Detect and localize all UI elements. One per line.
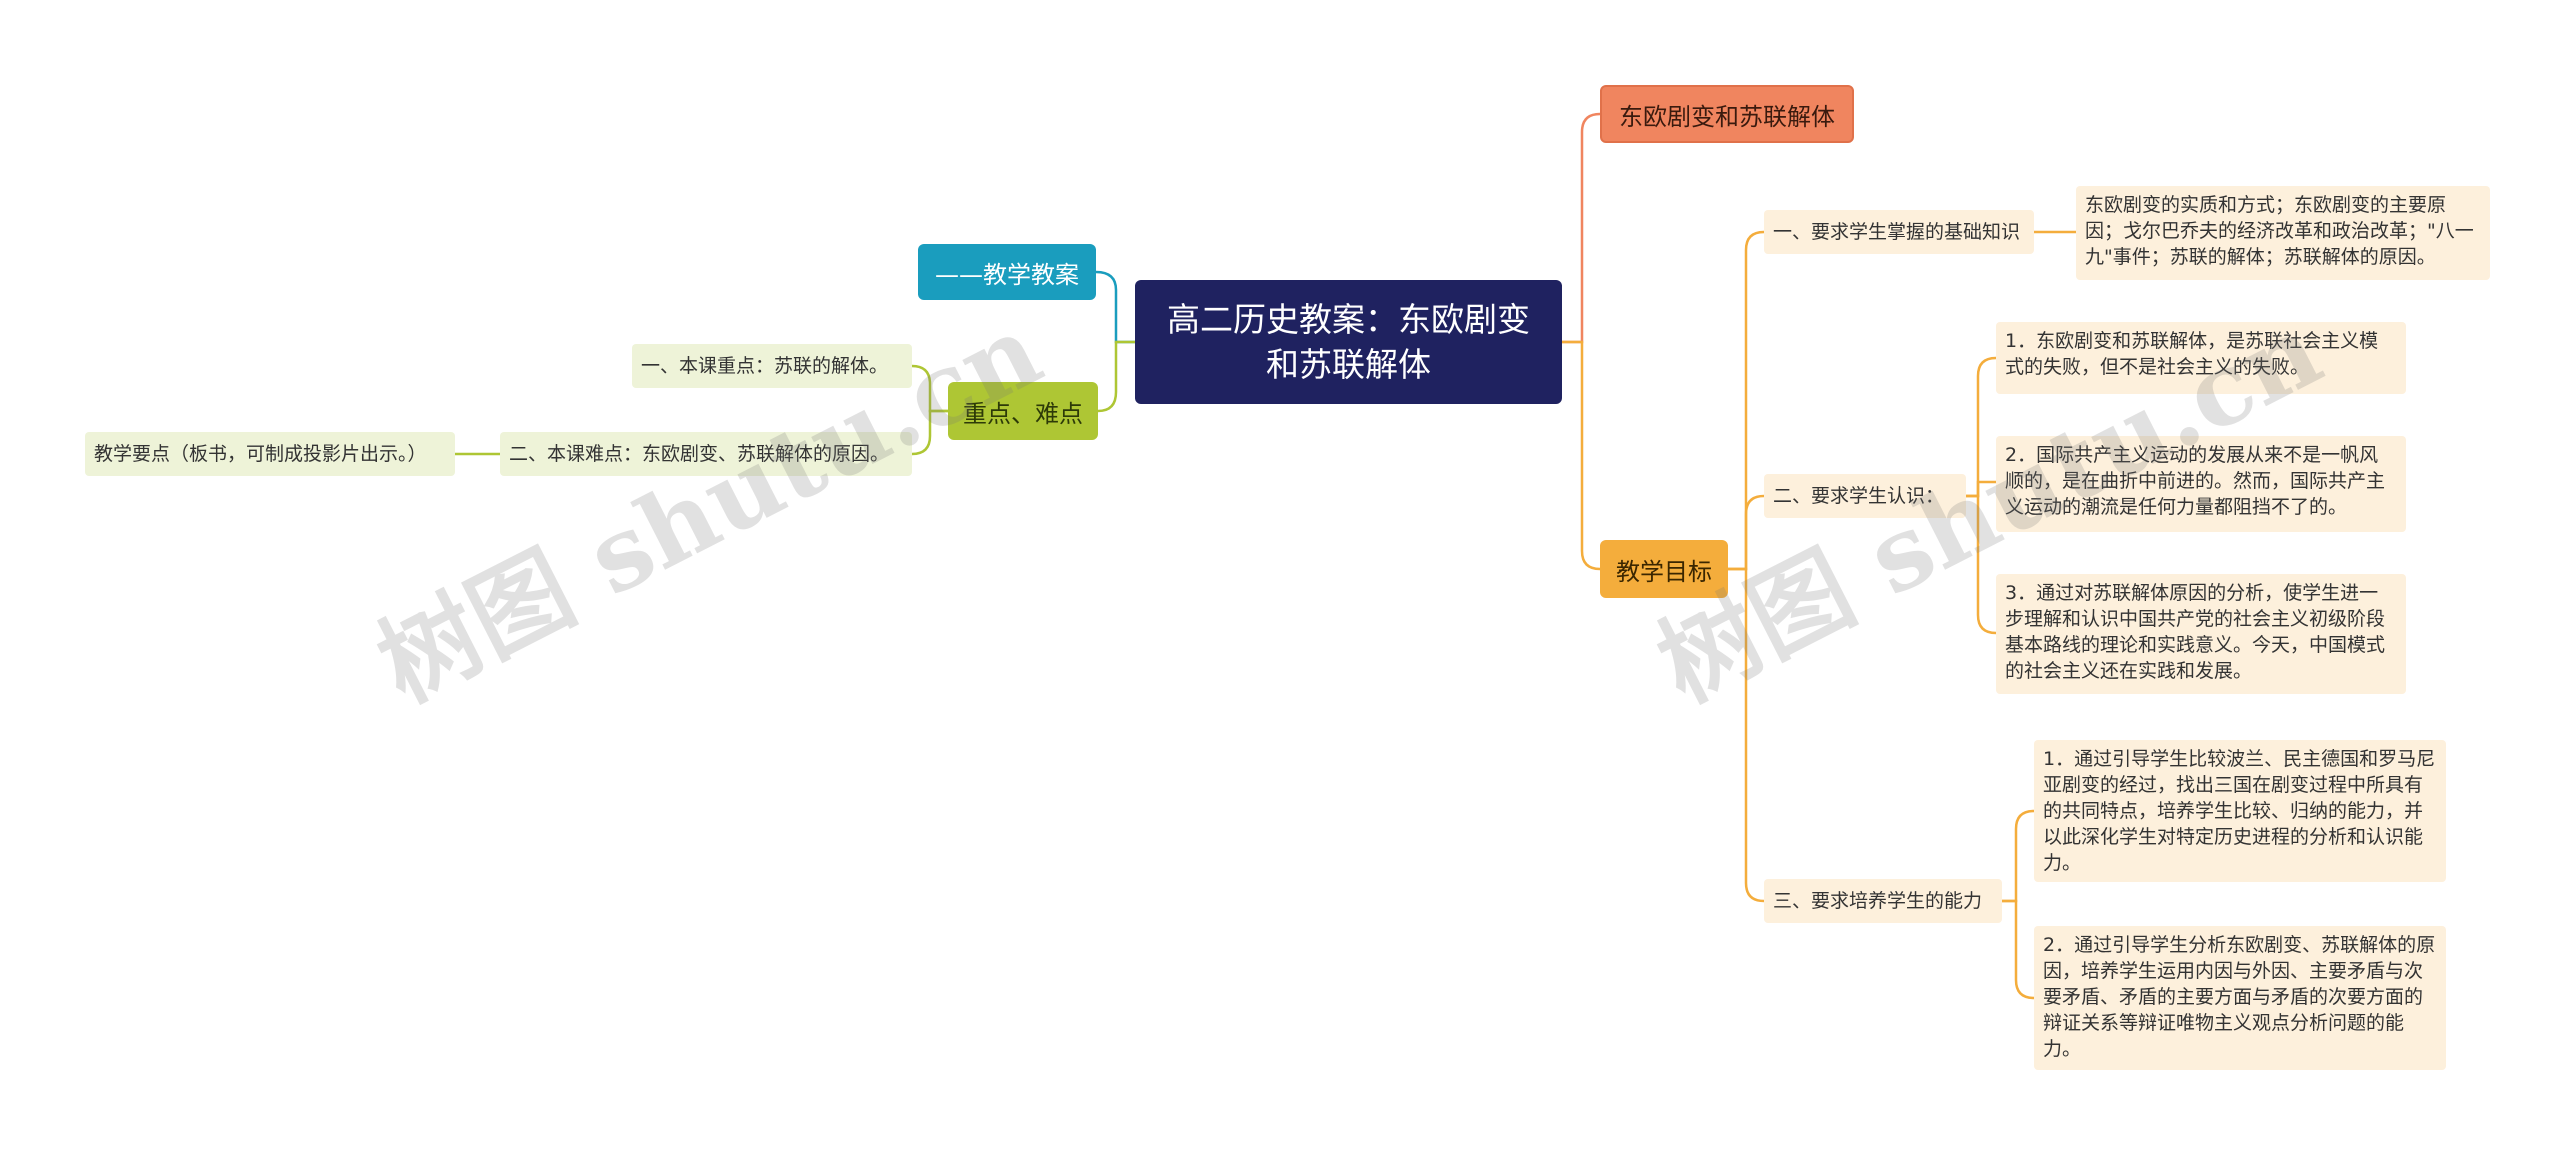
node-label: 东欧剧变和苏联解体: [1619, 102, 1835, 131]
leaf-zhongdian-1[interactable]: 一、本课重点：苏联的解体。: [632, 344, 912, 388]
root-node[interactable]: 高二历史教案：东欧剧变和苏联解体: [1135, 280, 1562, 404]
leaf-text: 1．东欧剧变和苏联解体，是苏联社会主义模式的失败，但不是社会主义的失败。: [2005, 330, 2379, 378]
leaf-jiaoxue-yaodian[interactable]: 教学要点（板书，可制成投影片出示。）: [85, 432, 455, 476]
link-root-mubiao: [1562, 340, 1601, 571]
link-root-jiaoan: [1095, 270, 1135, 344]
leaf-text: 1．通过引导学生比较波兰、民主德国和罗马尼亚剧变的经过，找出三国在剧变过程中所具…: [2043, 748, 2436, 874]
node-label: ——教学教案: [935, 260, 1079, 289]
link-b2-leaf2: [1966, 480, 1996, 498]
link-b2-leaf3: [1966, 494, 1997, 635]
branch-renshi[interactable]: 二、要求学生认识：: [1764, 474, 1966, 518]
branch-label: 二、要求学生认识：: [1773, 485, 1945, 507]
link-b3-leaf2: [2002, 899, 2035, 1000]
leaf-zhongdian-2[interactable]: 二、本课难点：东欧剧变、苏联解体的原因。: [500, 432, 912, 476]
branch-label: 三、要求培养学生的能力: [1773, 890, 1983, 912]
branch-jichu-zhishi[interactable]: 一、要求学生掌握的基础知识: [1764, 210, 2034, 254]
link-b2-leaf1: [1966, 356, 1997, 498]
link-root-dongou: [1562, 112, 1601, 344]
leaf-nengli-1[interactable]: 1．通过引导学生比较波兰、民主德国和罗马尼亚剧变的经过，找出三国在剧变过程中所具…: [2034, 740, 2446, 882]
link-b3-leaf1: [2002, 809, 2035, 903]
link-mubiao-b1: [1728, 230, 1765, 571]
link-mubiao-b2: [1728, 494, 1765, 571]
branch-label: 一、要求学生掌握的基础知识: [1773, 221, 2021, 243]
leaf-jichu-1[interactable]: 东欧剧变的实质和方式；东欧剧变的主要原因；戈尔巴乔夫的经济改革和政治改革；"八一…: [2076, 186, 2490, 280]
leaf-nengli-2[interactable]: 2．通过引导学生分析东欧剧变、苏联解体的原因，培养学生运用内因与外因、主要矛盾与…: [2034, 926, 2446, 1070]
leaf-text: 东欧剧变的实质和方式；东欧剧变的主要原因；戈尔巴乔夫的经济改革和政治改革；"八一…: [2085, 194, 2474, 268]
leaf-text: 2．通过引导学生分析东欧剧变、苏联解体的原因，培养学生运用内因与外因、主要矛盾与…: [2043, 934, 2436, 1060]
branch-nengli[interactable]: 三、要求培养学生的能力: [1764, 879, 2002, 923]
leaf-text: 一、本课重点：苏联的解体。: [641, 355, 889, 377]
leaf-text: 教学要点（板书，可制成投影片出示。）: [94, 443, 427, 465]
leaf-renshi-1[interactable]: 1．东欧剧变和苏联解体，是苏联社会主义模式的失败，但不是社会主义的失败。: [1996, 322, 2406, 394]
link-zd-item2: [911, 409, 948, 456]
node-label: 重点、难点: [963, 399, 1083, 428]
node-jiaoxue-jiaoan[interactable]: ——教学教案: [918, 244, 1096, 300]
node-dongou-sulian[interactable]: 东欧剧变和苏联解体: [1600, 85, 1854, 143]
leaf-text: 二、本课难点：东欧剧变、苏联解体的原因。: [509, 443, 890, 465]
node-jiaoxue-mubiao[interactable]: 教学目标: [1600, 540, 1728, 598]
leaf-renshi-2[interactable]: 2．国际共产主义运动的发展从来不是一帆风顺的，是在曲折中前进的。然而，国际共产主…: [1996, 436, 2406, 532]
leaf-text: 2．国际共产主义运动的发展从来不是一帆风顺的，是在曲折中前进的。然而，国际共产主…: [2005, 444, 2386, 518]
node-label: 教学目标: [1616, 557, 1712, 586]
link-zd-item1: [911, 364, 948, 413]
leaf-renshi-3[interactable]: 3．通过对苏联解体原因的分析，使学生进一步理解和认识中国共产党的社会主义初级阶段…: [1996, 574, 2406, 694]
node-zhongdian-nandian[interactable]: 重点、难点: [948, 382, 1098, 440]
link-mubiao-b3: [1728, 567, 1765, 903]
link-root-zhongdian: [1097, 340, 1135, 413]
root-title: 高二历史教案：东欧剧变和苏联解体: [1167, 300, 1530, 384]
leaf-text: 3．通过对苏联解体原因的分析，使学生进一步理解和认识中国共产党的社会主义初级阶段…: [2005, 582, 2386, 682]
